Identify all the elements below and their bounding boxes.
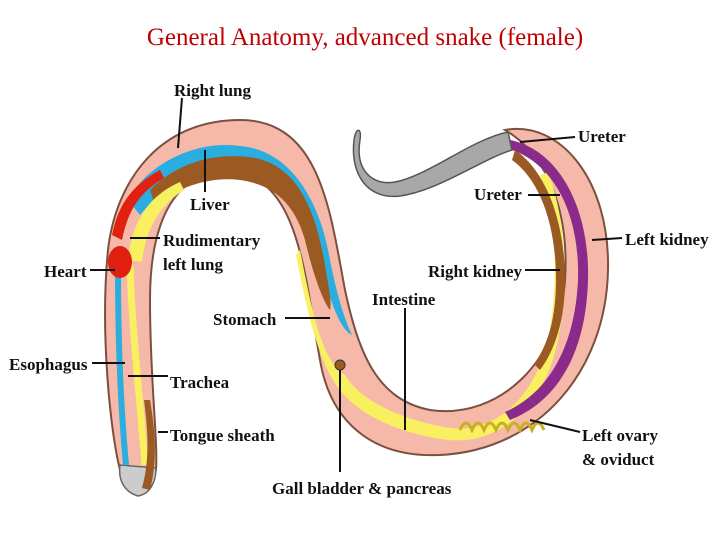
esophagus-tube — [126, 264, 149, 466]
heart-organ — [108, 246, 132, 278]
page-title: General Anatomy, advanced snake (female) — [146, 24, 584, 51]
left-kidney-organ — [505, 140, 589, 420]
label-esophagus: Esophagus — [9, 355, 88, 374]
label-intestine: Intestine — [372, 290, 436, 309]
label-left-kidney: Left kidney — [625, 230, 709, 249]
label-tongue-sheath: Tongue sheath — [170, 426, 275, 445]
intestine-coils — [458, 421, 546, 434]
leader-ureter-top — [519, 136, 576, 143]
label-right-lung: Right lung — [174, 81, 251, 100]
label-heart: Heart — [44, 262, 87, 281]
label-rudimentary-1: Rudimentary — [163, 231, 261, 250]
label-trachea: Trachea — [170, 373, 230, 392]
leader-left-ovary — [529, 419, 581, 433]
tongue-sheath-organ — [142, 400, 155, 490]
label-right-kidney: Right kidney — [428, 262, 522, 281]
label-ureter-top: Ureter — [578, 127, 626, 146]
gall-bladder-organ — [334, 359, 346, 371]
gut-organ — [128, 172, 565, 441]
lung-red-section — [112, 170, 164, 240]
right-kidney-organ — [512, 150, 565, 370]
label-gall-bladder: Gall bladder & pancreas — [272, 479, 452, 498]
label-rudimentary-2: left lung — [163, 255, 223, 274]
label-left-ovary-1: Left ovary — [582, 426, 659, 445]
liver-organ — [150, 156, 331, 310]
tail — [352, 129, 513, 198]
label-ureter-mid: Ureter — [474, 185, 522, 204]
leader-left-kidney — [591, 237, 623, 241]
label-liver: Liver — [190, 195, 230, 214]
label-stomach: Stomach — [213, 310, 277, 329]
leader-right-lung — [177, 97, 183, 149]
label-left-ovary-2: & oviduct — [582, 450, 655, 469]
trachea-tube — [115, 269, 129, 466]
